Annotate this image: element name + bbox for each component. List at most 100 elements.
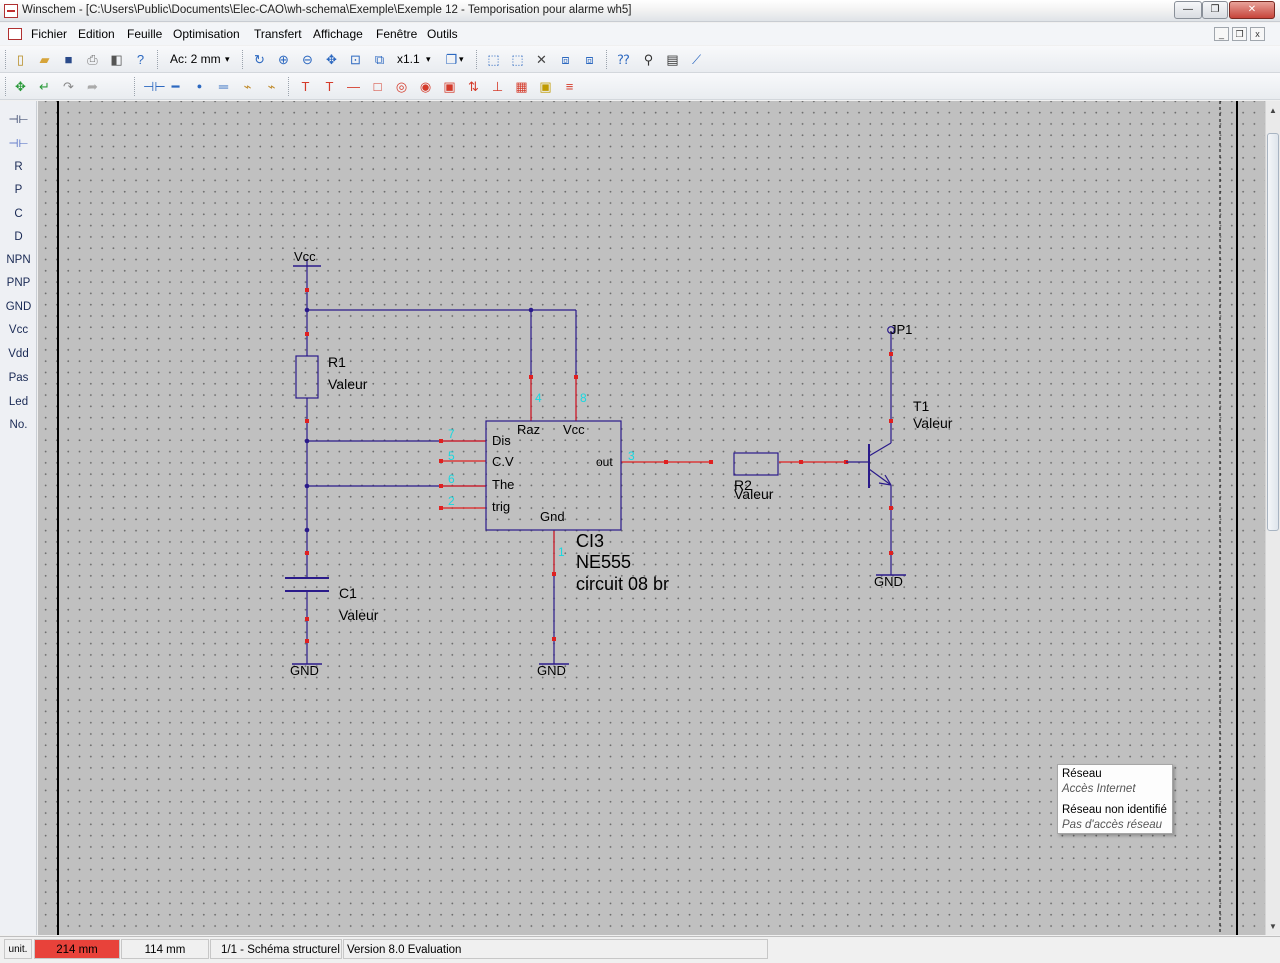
capacitor-tool-icon[interactable]: ⊥ <box>491 79 504 94</box>
open-folder-icon[interactable]: ▰ <box>39 52 50 67</box>
palette-item-d[interactable]: D <box>14 231 23 243</box>
palette-item-vdd[interactable]: Vdd <box>8 348 29 360</box>
ic-pin-out: out <box>596 455 613 469</box>
scroll-down-icon[interactable]: ▼ <box>1269 922 1277 931</box>
forward-icon[interactable]: ➦ <box>87 79 98 94</box>
document-icon[interactable] <box>8 28 22 40</box>
palette-item-r[interactable]: R <box>14 161 23 173</box>
zoom-in-icon[interactable]: ⊕ <box>278 52 289 67</box>
netlist-icon[interactable]: ▤ <box>666 52 679 67</box>
new-file-icon[interactable]: ▯ <box>16 52 25 67</box>
circle-tool-icon[interactable]: ◎ <box>395 79 408 94</box>
scroll-up-icon[interactable]: ▲ <box>1269 106 1277 115</box>
find-icon[interactable]: ⚲ <box>643 52 654 67</box>
version-label: Version 8.0 Evaluation <box>343 939 768 959</box>
tooltip-no-network-access: Pas d'accès réseau <box>1062 819 1163 831</box>
palette-item-gnd[interactable]: GND <box>5 301 32 313</box>
title-bar: Winschem - [C:\Users\Public\Documents\El… <box>0 0 1280 22</box>
pin-tool-icon[interactable]: ⇅ <box>468 79 479 94</box>
palette-item-led[interactable]: Led <box>8 396 29 408</box>
toolbar-separator <box>476 50 477 69</box>
menu-optimisation[interactable]: Optimisation <box>173 27 240 41</box>
schematic-canvas[interactable]: Vcc R1 Valeur C1 Valeur GND GND GND Dis … <box>38 101 1265 935</box>
mdi-minimize-button[interactable]: _ <box>1214 27 1229 41</box>
restore-button[interactable]: ❐ <box>1202 1 1228 19</box>
palette-item-npn[interactable]: NPN <box>6 254 31 266</box>
palette-item-vcc[interactable]: Vcc <box>8 324 29 336</box>
palette-item-no[interactable]: No. <box>9 419 28 431</box>
zoom-fit-icon[interactable]: ⧉ <box>374 52 385 67</box>
component-tool-icon[interactable]: ▣ <box>443 79 456 94</box>
palette-wire-delete-icon[interactable]: ⊣⊢ <box>8 138 29 150</box>
zoom-level-select[interactable]: x1.1 <box>397 52 420 66</box>
vertical-scrollbar[interactable]: ▲ ▼ <box>1265 101 1280 935</box>
zoom-window-icon[interactable]: ⊡ <box>350 52 361 67</box>
menu-transfert[interactable]: Transfert <box>254 27 302 41</box>
symbol-tool-icon[interactable]: ▣ <box>539 79 552 94</box>
palette-item-p[interactable]: P <box>14 184 23 196</box>
menu-feuille[interactable]: Feuille <box>127 27 163 41</box>
menu-fenetre[interactable]: Fenêtre <box>376 27 418 41</box>
polyline-tool-icon[interactable]: T <box>325 79 334 94</box>
menu-outils[interactable]: Outils <box>427 27 458 41</box>
jp1-label: JP1 <box>890 322 913 337</box>
undo-icon[interactable]: ↵ <box>39 79 50 94</box>
menu-edition[interactable]: Edition <box>78 27 115 41</box>
grid-dropdown-arrow[interactable]: ▾ <box>225 54 230 64</box>
save-icon[interactable]: ■ <box>64 52 73 67</box>
note-icon[interactable]: ⌁ <box>267 79 276 94</box>
y-position: 114 mm <box>121 939 209 959</box>
palette-wire-icon[interactable]: ⊣⊢ <box>8 114 29 126</box>
zoom-dropdown-arrow[interactable]: ▾ <box>426 54 431 64</box>
menu-affichage[interactable]: Affichage <box>313 27 363 41</box>
menu-fichier[interactable]: Fichier <box>31 27 68 41</box>
arc-tool-icon[interactable]: ◉ <box>419 79 432 94</box>
scroll-thumb[interactable] <box>1267 133 1279 531</box>
ne555-body <box>485 420 622 531</box>
ic-pin-number-6: 6 <box>448 472 455 486</box>
move-icon[interactable]: ✥ <box>15 79 26 94</box>
query-icon[interactable]: ⁇ <box>617 52 630 67</box>
mdi-close-button[interactable]: x <box>1250 27 1265 41</box>
rectangle-tool-icon[interactable]: □ <box>373 79 382 94</box>
ungroup-icon[interactable]: ⧈ <box>585 52 594 67</box>
palette-item-pnp[interactable]: PNP <box>6 277 31 289</box>
close-button[interactable]: ✕ <box>1229 1 1275 19</box>
delete-selection-icon[interactable]: ✕ <box>536 52 547 67</box>
select-icon[interactable]: ⬚ <box>487 52 500 67</box>
vcc-label: Vcc <box>294 249 316 264</box>
list-tool-icon[interactable]: ≡ <box>565 79 574 94</box>
bus-icon[interactable]: ━ <box>171 79 180 94</box>
image-tool-icon[interactable]: ▦ <box>515 79 528 94</box>
print-icon[interactable]: ⎙ <box>87 52 98 67</box>
help-icon[interactable]: ? <box>136 52 145 67</box>
select-add-icon[interactable]: ⬚ <box>511 52 524 67</box>
pan-icon[interactable]: ✥ <box>326 52 337 67</box>
mdi-restore-button[interactable]: ❐ <box>1232 27 1247 41</box>
junctions <box>304 307 534 533</box>
refresh-icon[interactable]: ↻ <box>254 52 265 67</box>
segment-tool-icon[interactable]: — <box>347 79 360 94</box>
measure-icon[interactable]: ⟋ <box>691 52 702 67</box>
windows-dropdown-arrow[interactable]: ▾ <box>459 54 464 64</box>
redo-icon[interactable]: ↷ <box>63 79 74 94</box>
wire-icon[interactable]: ⊣⊢ <box>143 79 166 94</box>
junction-icon[interactable]: ● <box>196 81 203 91</box>
palette-item-pas[interactable]: Pas <box>8 372 29 384</box>
export-icon[interactable]: ◧ <box>110 52 123 67</box>
x-position: 214 mm <box>34 939 120 959</box>
palette-item-c[interactable]: C <box>14 208 23 220</box>
unit-button[interactable]: unit. <box>4 939 32 959</box>
status-bar: unit. 214 mm 114 mm 1/1 - Schéma structu… <box>0 936 1280 963</box>
grid-step-select[interactable]: Ac: 2 mm <box>170 52 221 66</box>
line-tool-icon[interactable]: T <box>301 79 310 94</box>
minimize-button[interactable]: — <box>1174 1 1202 19</box>
ic-ref: CI3 <box>576 531 605 551</box>
r2-body <box>733 452 779 476</box>
label-icon[interactable]: ═ <box>218 79 229 94</box>
text-icon[interactable]: ⌁ <box>243 79 252 94</box>
windows-icon[interactable]: ❐ <box>445 52 458 67</box>
zoom-out-icon[interactable]: ⊖ <box>302 52 313 67</box>
sheet-indicator: 1/1 - Schéma structurel <box>210 939 342 959</box>
group-icon[interactable]: ⧈ <box>561 52 570 67</box>
